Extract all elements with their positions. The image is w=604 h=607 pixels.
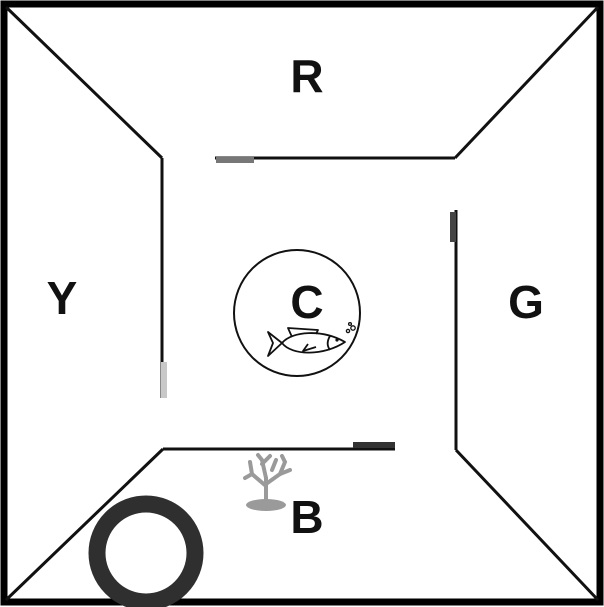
diagonal-top-left [6,7,162,158]
zone-label-g: G [508,276,544,328]
diagonal-bottom-right [456,450,598,600]
fish-icon [268,328,345,356]
door-left [161,362,167,398]
diagonal-bottom-left [6,449,163,600]
door-top [216,157,254,163]
coral-plant-icon [245,455,290,511]
zone-label-c: C [290,276,323,328]
ring-icon [97,504,195,602]
door-right [450,212,456,242]
diagonal-top-right [455,7,598,158]
zone-label-r: R [290,50,323,102]
door-bottom [353,442,395,448]
bubbles-icon [346,323,355,333]
zone-label-b: B [290,491,323,543]
zone-label-y: Y [47,272,78,324]
